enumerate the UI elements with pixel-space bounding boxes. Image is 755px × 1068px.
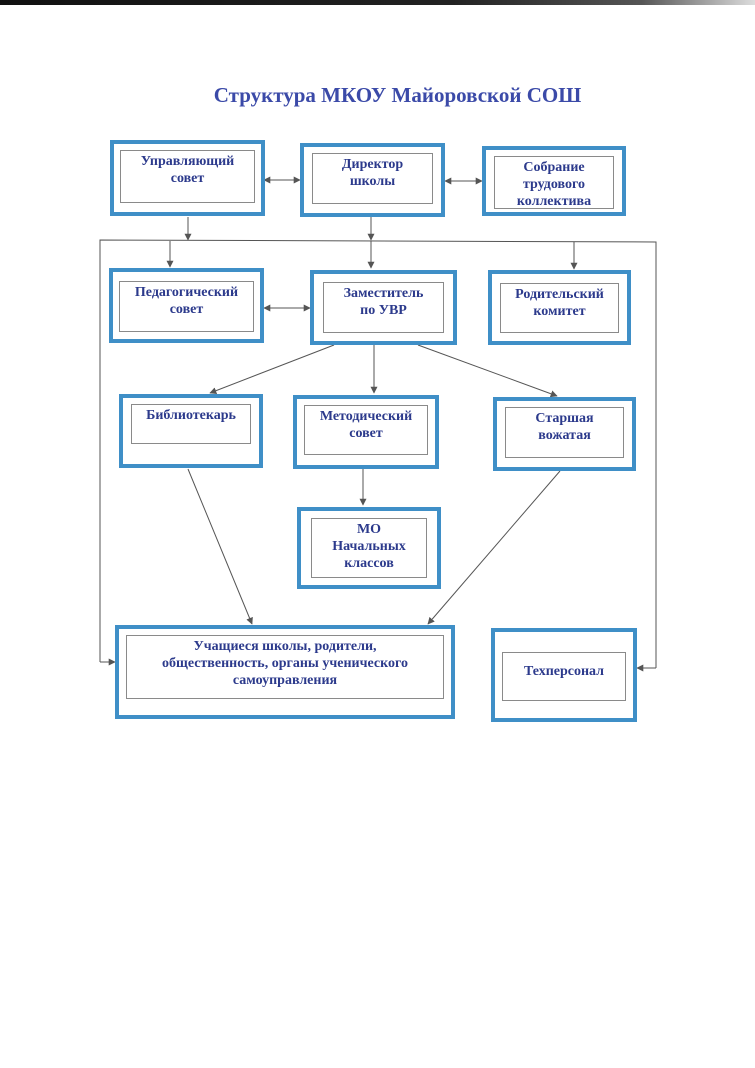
tehpersonal-label: Техперсонал [502, 652, 626, 701]
ped-sovet-box: Педагогический совет [109, 268, 264, 343]
uchashiesya-label: Учащиеся школы, родители, общественность… [126, 635, 444, 699]
uchashiesya-box: Учащиеся школы, родители, общественность… [115, 625, 455, 719]
arrow-zam-bibliotekar [209, 344, 335, 394]
metod-sovet-box: Методический совет [293, 395, 439, 469]
sobranie-label: Собрание трудового коллектива [494, 156, 614, 209]
scan-edge [0, 0, 755, 5]
bibliotekar-box: Библиотекарь [119, 394, 263, 468]
rod-komitet-label: Родительский комитет [500, 283, 619, 333]
rod-komitet-box: Родительский комитет [488, 270, 631, 345]
zam-uvr-label: Заместитель по УВР [323, 282, 444, 333]
upravl-sovet-label: Управляющий совет [120, 150, 255, 203]
vozhataya-box: Старшая вожатая [493, 397, 636, 471]
mo-nach-label: МО Начальных классов [311, 518, 427, 578]
diagram-title: Структура МКОУ Майоровской СОШ [213, 83, 582, 107]
arrow-zam-vozhataya [417, 344, 558, 398]
upravl-sovet-box: Управляющий совет [110, 140, 265, 216]
director-label: Директор школы [312, 153, 433, 204]
vozhataya-label: Старшая вожатая [505, 407, 624, 458]
metod-sovet-label: Методический совет [304, 405, 428, 455]
director-box: Директор школы [300, 143, 445, 217]
mo-nach-box: МО Начальных классов [297, 507, 441, 589]
zam-uvr-box: Заместитель по УВР [310, 270, 457, 345]
sobranie-box: Собрание трудового коллектива [482, 146, 626, 216]
ped-sovet-label: Педагогический совет [119, 281, 254, 332]
arrow-vozhataya-uch [427, 470, 561, 625]
bibliotekar-label: Библиотекарь [131, 404, 251, 444]
tehpersonal-box: Техперсонал [491, 628, 637, 722]
frame-line [99, 239, 657, 668]
arrow-bibliotekar-uch [187, 468, 253, 625]
